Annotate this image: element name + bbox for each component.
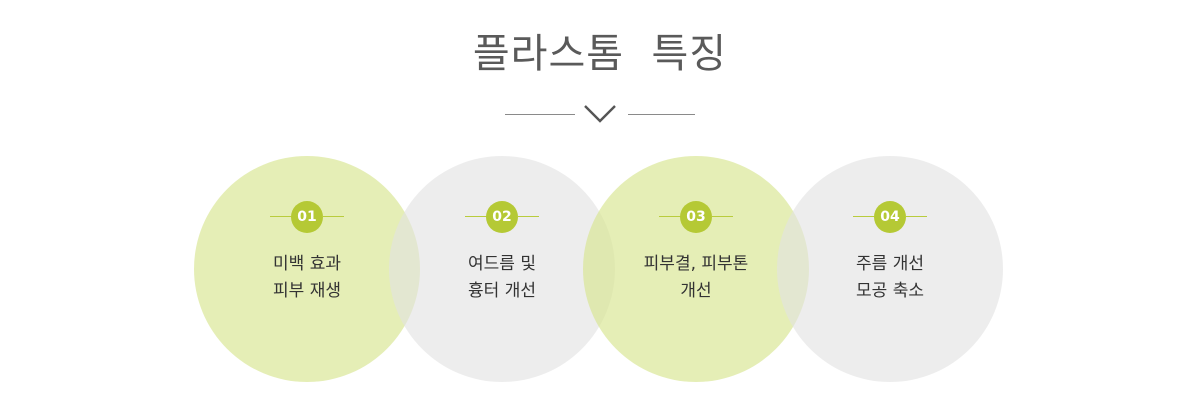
badge-line-left	[853, 216, 875, 217]
feature-number: 03	[680, 201, 712, 233]
feature-circle-1	[194, 156, 420, 382]
feature-label-line2: 흉터 개선	[468, 281, 536, 301]
feature-number-badge: 04	[777, 201, 1003, 233]
badge-line-left	[659, 216, 681, 217]
feature-item: 04 주름 개선 모공 축소	[777, 156, 1003, 382]
feature-item: 01 미백 효과 피부 재생	[194, 156, 420, 382]
feature-label-line1: 피부결, 피부톤	[643, 254, 749, 274]
badge-line-left	[465, 216, 487, 217]
feature-number-badge: 03	[583, 201, 809, 233]
feature-label-line2: 개선	[680, 281, 712, 301]
feature-label: 여드름 및 흉터 개선	[389, 251, 615, 305]
feature-label: 주름 개선 모공 축소	[777, 251, 1003, 305]
feature-label-line1: 여드름 및	[468, 254, 536, 274]
feature-label-line2: 피부 재생	[273, 281, 341, 301]
feature-label-line2: 모공 축소	[856, 281, 924, 301]
feature-number-badge: 02	[389, 201, 615, 233]
divider-line-left	[505, 114, 575, 115]
chevron-down-icon	[584, 105, 616, 123]
badge-line-right	[905, 216, 927, 217]
badge-line-right	[517, 216, 539, 217]
feature-item: 03 피부결, 피부톤 개선	[583, 156, 809, 382]
feature-label-line1: 주름 개선	[856, 254, 924, 274]
feature-circle-3	[583, 156, 809, 382]
feature-label: 미백 효과 피부 재생	[194, 251, 420, 305]
badge-line-right	[322, 216, 344, 217]
feature-circle-4	[777, 156, 1003, 382]
badge-line-left	[270, 216, 292, 217]
feature-item: 02 여드름 및 흉터 개선	[389, 156, 615, 382]
feature-circle-2	[389, 156, 615, 382]
feature-label: 피부결, 피부톤 개선	[583, 251, 809, 305]
divider-line-right	[628, 114, 695, 115]
feature-number: 04	[874, 201, 906, 233]
section-title: 플라스톰 특징	[472, 31, 728, 77]
title-divider	[0, 100, 1200, 130]
badge-line-right	[711, 216, 733, 217]
feature-label-line1: 미백 효과	[273, 254, 341, 274]
feature-number-badge: 01	[194, 201, 420, 233]
feature-number: 01	[291, 201, 323, 233]
feature-number: 02	[486, 201, 518, 233]
